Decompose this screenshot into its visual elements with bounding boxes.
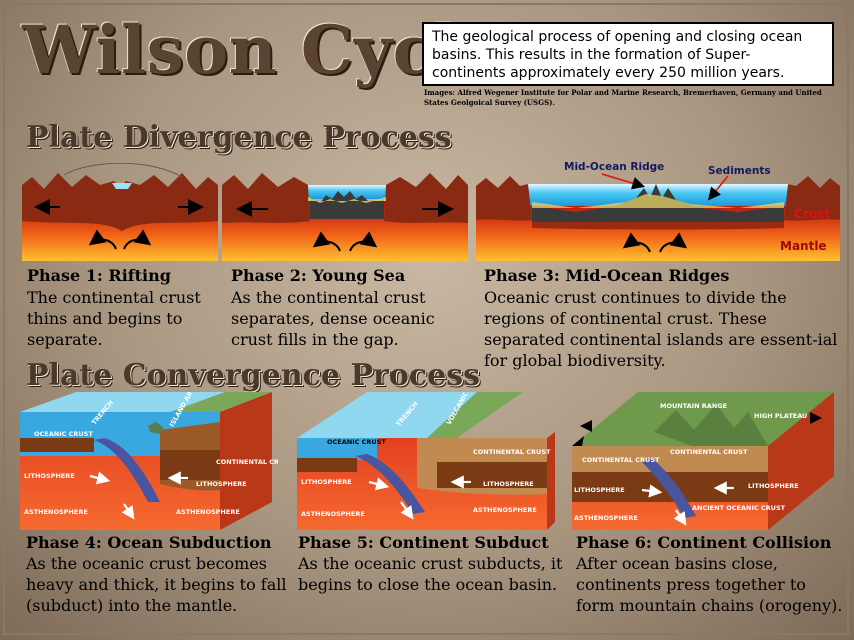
- phase1-description: The continental crust thins and begins t…: [27, 288, 201, 349]
- label-mid-ocean-ridge: Mid-Ocean Ridge: [564, 161, 664, 173]
- label-asthenosphere-p5-left: ASTHENOSPHERE: [301, 510, 365, 518]
- phase3-description: Oceanic crust continues to divide the re…: [484, 288, 838, 370]
- phase3-diagram: Mid-Ocean Ridge Sediments Crust Mantle: [476, 158, 840, 261]
- phase3-title: Phase 3: Mid-Ocean Ridges: [484, 266, 730, 285]
- convergence-heading: Plate Convergence Process: [26, 358, 480, 393]
- label-asthenosphere-p6: ASTHENOSPHERE: [574, 514, 638, 522]
- phase6-description: After ocean basins close, continents pre…: [576, 554, 843, 615]
- label-oceanic-crust: OCEANIC CRUST: [34, 430, 93, 438]
- info-box: The geological process of opening and cl…: [422, 22, 834, 86]
- label-continental-crust-p5: CONTINENTAL CRUST: [473, 448, 551, 456]
- phase2-diagram: [222, 163, 468, 261]
- phase4-diagram: OCEANIC CRUST TRENCH ISLAND ARC CONTINEN…: [20, 392, 278, 530]
- label-continental-crust-p6-left: CONTINENTAL CRUST: [582, 456, 660, 464]
- page-title: Wilson Cycle: [22, 11, 502, 89]
- label-lithosphere-p5-right: LITHOSPHERE: [483, 480, 534, 488]
- label-mantle: Mantle: [780, 239, 827, 253]
- label-mountain-range: MOUNTAIN RANGE: [660, 402, 727, 410]
- label-crust: Crust: [794, 207, 830, 221]
- phase6-diagram: MOUNTAIN RANGE HIGH PLATEAU CONTINENTAL …: [572, 392, 838, 530]
- label-asthenosphere-p5-right: ASTHENOSPHERE: [473, 506, 537, 514]
- label-continental-crust: CONTINENTAL CRUST: [216, 458, 278, 466]
- phase2-title: Phase 2: Young Sea: [231, 266, 406, 285]
- label-continental-crust-p6-right: CONTINENTAL CRUST: [670, 448, 748, 456]
- phase5-title: Phase 5: Continent Subduct: [298, 533, 549, 552]
- label-asthenosphere-right: ASTHENOSPHERE: [176, 508, 240, 516]
- divergence-heading: Plate Divergence Process: [26, 120, 452, 155]
- phase5-description: As the oceanic crust subducts, it begins…: [298, 554, 563, 594]
- label-high-plateau: HIGH PLATEAU: [754, 412, 807, 420]
- phase1-title: Phase 1: Rifting: [27, 266, 171, 285]
- phase2-description: As the continental crust separates, dens…: [231, 288, 435, 349]
- phase4-title: Phase 4: Ocean Subduction: [26, 533, 272, 552]
- label-oceanic-crust-p5: OCEANIC CRUST: [327, 438, 386, 446]
- phase1-diagram: [22, 163, 218, 261]
- label-lithosphere-p6-left: LITHOSPHERE: [574, 486, 625, 494]
- label-lithosphere-left: LITHOSPHERE: [24, 472, 75, 480]
- image-credit: Images: Alfred Wegener Institute for Pol…: [424, 88, 822, 107]
- label-sediments: Sediments: [708, 165, 771, 177]
- label-ancient-oceanic-crust: ANCIENT OCEANIC CRUST: [692, 504, 786, 512]
- phase4-description: As the oceanic crust becomes heavy and t…: [26, 554, 287, 615]
- label-lithosphere-p6-right: LITHOSPHERE: [748, 482, 799, 490]
- phase5-diagram: OCEANIC CRUST TRENCH VOLCANIC ARC CONTIN…: [297, 392, 555, 530]
- label-asthenosphere-left: ASTHENOSPHERE: [24, 508, 88, 516]
- label-lithosphere-p5-left: LITHOSPHERE: [301, 478, 352, 486]
- label-lithosphere-right: LITHOSPHERE: [196, 480, 247, 488]
- phase6-title: Phase 6: Continent Collision: [576, 533, 832, 552]
